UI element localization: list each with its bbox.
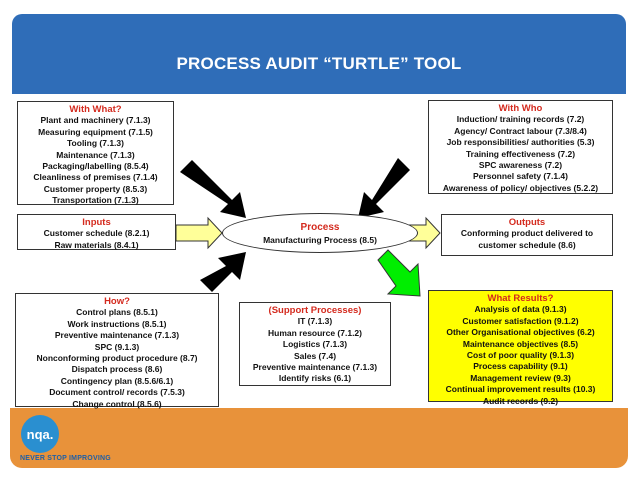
- how-item: Change control (8.5.6): [72, 398, 162, 409]
- with-what-item: Tooling (7.1.3): [67, 138, 124, 149]
- with-what-item: Measuring equipment (7.1.5): [38, 126, 153, 137]
- results-arrow: [377, 249, 421, 297]
- results-item: Cost of poor quality (9.1.3): [466, 350, 575, 361]
- results-item: Other Organisational objectives (6.2): [446, 327, 595, 338]
- with-who-arrow: [358, 158, 410, 218]
- support-title: (Support Processes): [268, 305, 362, 316]
- how-box: How? Control plans (8.5.1) Work instruct…: [15, 293, 219, 409]
- results-item: Customer satisfaction (9.1.2): [462, 315, 579, 326]
- with-who-item: Induction/ training records (7.2): [456, 114, 585, 125]
- support-item: IT (7.1.3): [297, 316, 333, 327]
- nqa-logo: nqa.: [21, 415, 59, 453]
- results-item: Maintenance objectives (8.5): [462, 338, 579, 349]
- how-item: Contingency plan (8.5.6/6.1): [60, 375, 174, 386]
- with-who-item: Agency/ Contract labour (7.3/8.4): [454, 125, 587, 136]
- how-item: Dispatch process (8.6): [71, 364, 163, 375]
- with-what-item: Plant and machinery (7.1.3): [40, 115, 151, 126]
- how-arrow: [200, 252, 246, 292]
- with-what-item: Transportation (7.1.3): [52, 195, 139, 206]
- support-processes-box: (Support Processes) IT (7.1.3) Human res…: [239, 302, 391, 386]
- page-title: PROCESS AUDIT “TURTLE” TOOL: [176, 54, 462, 73]
- with-who-item: SPC awareness (7.2): [478, 160, 563, 171]
- outputs-box: Outputs Conforming product delivered to …: [441, 214, 613, 256]
- inputs-arrow: [175, 216, 223, 250]
- with-what-title: With What?: [69, 104, 122, 115]
- support-item: Preventive maintenance (7.1.3): [252, 362, 378, 373]
- logo-tagline: NEVER STOP IMPROVING: [20, 455, 111, 462]
- results-item: Audit records (9.2): [482, 395, 559, 406]
- how-item: Document control/ records (7.5.3): [49, 387, 185, 398]
- results-item: Analysis of data (9.1.3): [474, 304, 567, 315]
- results-item: Management review (9.3): [470, 372, 571, 383]
- with-who-box: With Who Induction/ training records (7.…: [428, 100, 613, 194]
- how-item: Preventive maintenance (7.1.3): [54, 330, 180, 341]
- with-what-item: Maintenance (7.1.3): [56, 149, 135, 160]
- how-item: Nonconforming product procedure (8.7): [36, 353, 198, 364]
- process-title: Process: [300, 222, 340, 233]
- support-item: Identify risks (6.1): [278, 373, 352, 384]
- inputs-item: Customer schedule (8.2.1): [43, 228, 150, 239]
- how-item: Control plans (8.5.1): [76, 307, 158, 318]
- with-who-item: Training effectiveness (7.2): [465, 148, 576, 159]
- results-item: Process capability (9.1): [473, 361, 568, 372]
- with-what-item: Cleanliness of premises (7.1.4): [33, 172, 158, 183]
- header-banner: PROCESS AUDIT “TURTLE” TOOL: [12, 14, 626, 94]
- with-what-item: Packaging/labelling (8.5.4): [42, 161, 149, 172]
- with-what-box: With What? Plant and machinery (7.1.3) M…: [17, 101, 174, 205]
- how-item: Work instructions (8.5.1): [67, 318, 167, 329]
- inputs-box: Inputs Customer schedule (8.2.1) Raw mat…: [17, 214, 176, 250]
- with-who-title: With Who: [498, 103, 543, 114]
- with-what-arrow: [180, 160, 246, 218]
- with-what-item: Customer property (8.5.3): [43, 183, 148, 194]
- inputs-item: Raw materials (8.4.1): [54, 239, 139, 250]
- with-who-item: Job responsibilities/ authorities (5.3): [446, 137, 595, 148]
- outputs-item: customer schedule (8.6): [478, 239, 576, 250]
- outputs-item: Conforming product delivered to: [460, 228, 594, 239]
- process-ellipse: Process Manufacturing Process (8.5): [222, 213, 418, 253]
- with-who-item: Personnel safety (7.1.4): [473, 171, 568, 182]
- support-item: Sales (7.4): [293, 350, 337, 361]
- footer-banner: [10, 408, 628, 468]
- outputs-title: Outputs: [508, 217, 546, 228]
- process-subtitle: Manufacturing Process (8.5): [263, 235, 377, 245]
- with-who-item: Awareness of policy/ objectives (5.2.2): [442, 182, 599, 193]
- support-item: Human resource (7.1.2): [267, 327, 362, 338]
- how-title: How?: [104, 296, 130, 307]
- results-box: What Results? Analysis of data (9.1.3) C…: [428, 290, 613, 406]
- support-item: Logistics (7.1.3): [282, 339, 348, 350]
- inputs-title: Inputs: [82, 217, 111, 228]
- results-title: What Results?: [487, 293, 554, 304]
- results-item: Continual improvement results (10.3): [445, 384, 596, 395]
- how-item: SPC (9.1.3): [94, 341, 140, 352]
